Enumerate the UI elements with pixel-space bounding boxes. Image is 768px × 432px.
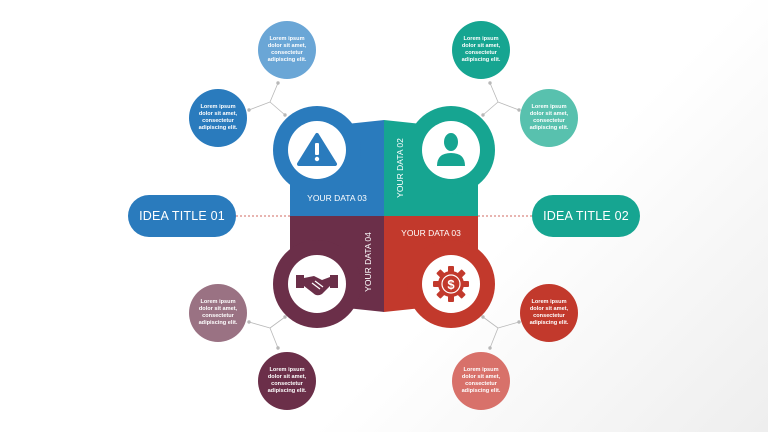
quadrant-label-bottom-right: YOUR DATA 03: [401, 228, 461, 238]
user-icon: [437, 133, 465, 166]
handshake-icon: [296, 275, 338, 296]
bubble-bottom-right-outer: Lorem ipsum dolor sit amet, consectetur …: [452, 352, 510, 410]
quadrant-label-top-right: YOUR DATA 02: [395, 138, 405, 198]
junction-top-left: [247, 81, 287, 117]
bubble-bottom-right-inner: Lorem ipsum dolor sit amet, consectetur …: [520, 284, 578, 342]
bubble-top-right-outer: Lorem ipsum dolor sit amet, consectetur …: [452, 21, 510, 79]
junction-top-right: [481, 81, 521, 117]
bubble-top-left-inner: Lorem ipsum dolor sit amet, consectetur …: [189, 89, 247, 147]
warning-icon: [297, 133, 337, 166]
quadrant-label-top-left: YOUR DATA 03: [307, 193, 367, 203]
bubble-top-left-outer: Lorem ipsum dolor sit amet, consectetur …: [258, 21, 316, 79]
dollar-gear-icon: $: [433, 266, 469, 302]
bubble-top-right-inner: Lorem ipsum dolor sit amet, consectetur …: [520, 89, 578, 147]
idea-title-left: IDEA TITLE 01: [128, 195, 236, 237]
junction-bottom-left: [247, 315, 287, 350]
quadrant-label-bottom-left: YOUR DATA 04: [363, 232, 373, 292]
idea-title-right: IDEA TITLE 02: [532, 195, 640, 237]
bubble-bottom-left-outer: Lorem ipsum dolor sit amet, consectetur …: [258, 352, 316, 410]
bubble-bottom-left-inner: Lorem ipsum dolor sit amet, consectetur …: [189, 284, 247, 342]
junction-bottom-right: [481, 315, 521, 350]
svg-text:$: $: [447, 277, 455, 292]
